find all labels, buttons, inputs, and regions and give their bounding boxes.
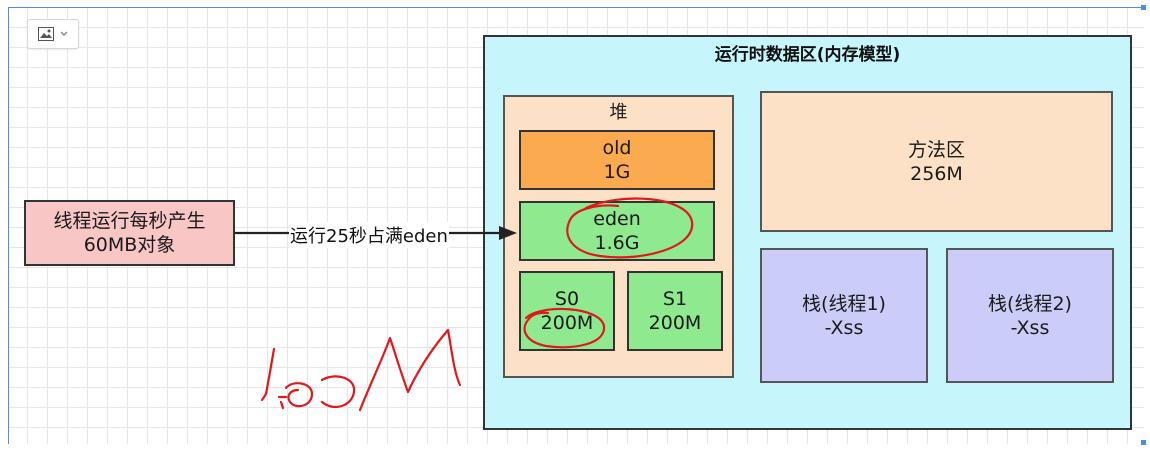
s1-size: 200M [648,312,702,334]
selection-border-left [8,7,9,444]
method-area-label: 方法区 [907,138,965,161]
chevron-down-icon [60,31,68,36]
method-area-box[interactable]: 方法区 256M [760,91,1113,232]
connector-arrowhead [499,226,517,240]
resize-handle-bottom-right[interactable] [1141,440,1146,445]
s0-size: 200M [540,312,594,334]
s1-box[interactable]: S1 200M [627,271,723,351]
method-area-size: 256M [910,162,963,185]
heap-title: 堆 [609,102,628,123]
old-generation-box[interactable]: old 1G [519,130,715,190]
s1-label: S1 [662,288,688,310]
red-circle-s0 [523,307,606,349]
thread-box-line2: 60MB对象 [83,234,176,256]
red-circle-eden [566,197,694,259]
eden-label: eden [593,208,641,230]
connector-label: 运行25秒占满eden [289,222,449,248]
thread-box-line1: 线程运行每秒产生 [53,210,206,232]
image-icon [38,27,54,41]
stack-thread1-box[interactable]: 栈(线程1) -Xss [760,248,928,383]
thread-object-box[interactable]: 线程运行每秒产生 60MB对象 [24,200,235,266]
old-label: old [602,137,632,159]
stack-thread1-size: -Xss [824,316,864,339]
resize-handle-top-right[interactable] [1141,5,1146,10]
runtime-data-area-title: 运行时数据区(内存模型) [714,45,901,65]
image-toolbar-button[interactable] [27,19,79,49]
stack-thread2-label: 栈(线程2) [988,292,1072,315]
selection-border-top [8,7,1144,8]
s0-label: S0 [554,288,580,310]
handwritten-100m [260,328,462,412]
old-size: 1G [603,161,631,183]
eden-box[interactable]: eden 1.6G [519,201,715,261]
stack-thread2-size: -Xss [1010,316,1050,339]
stack-thread2-box[interactable]: 栈(线程2) -Xss [946,248,1114,383]
eden-size: 1.6G [594,232,640,254]
stack-thread1-label: 栈(线程1) [802,292,886,315]
